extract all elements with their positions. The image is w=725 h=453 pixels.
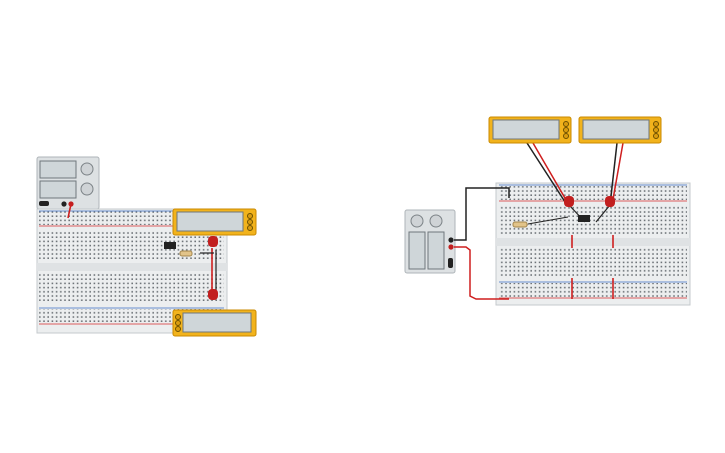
transistor-icon[interactable] [578,215,590,222]
transistor-icon[interactable] [164,242,176,249]
multimeter-icon[interactable] [172,309,257,337]
wires[interactable] [67,203,217,292]
wires[interactable] [454,142,624,300]
multimeter-icon[interactable] [488,116,572,144]
left-circuit [36,156,257,337]
multimeter-icon[interactable] [578,116,662,144]
resistor-icon[interactable] [512,221,528,228]
right-circuit [404,116,691,306]
led-icon[interactable] [564,196,615,207]
led-icon[interactable] [208,236,218,300]
resistor-icon[interactable] [179,250,193,257]
breadboard-icon[interactable] [495,182,691,306]
power-supply-icon[interactable] [36,156,100,210]
power-supply-icon[interactable] [404,209,456,274]
multimeter-icon[interactable] [172,208,257,236]
